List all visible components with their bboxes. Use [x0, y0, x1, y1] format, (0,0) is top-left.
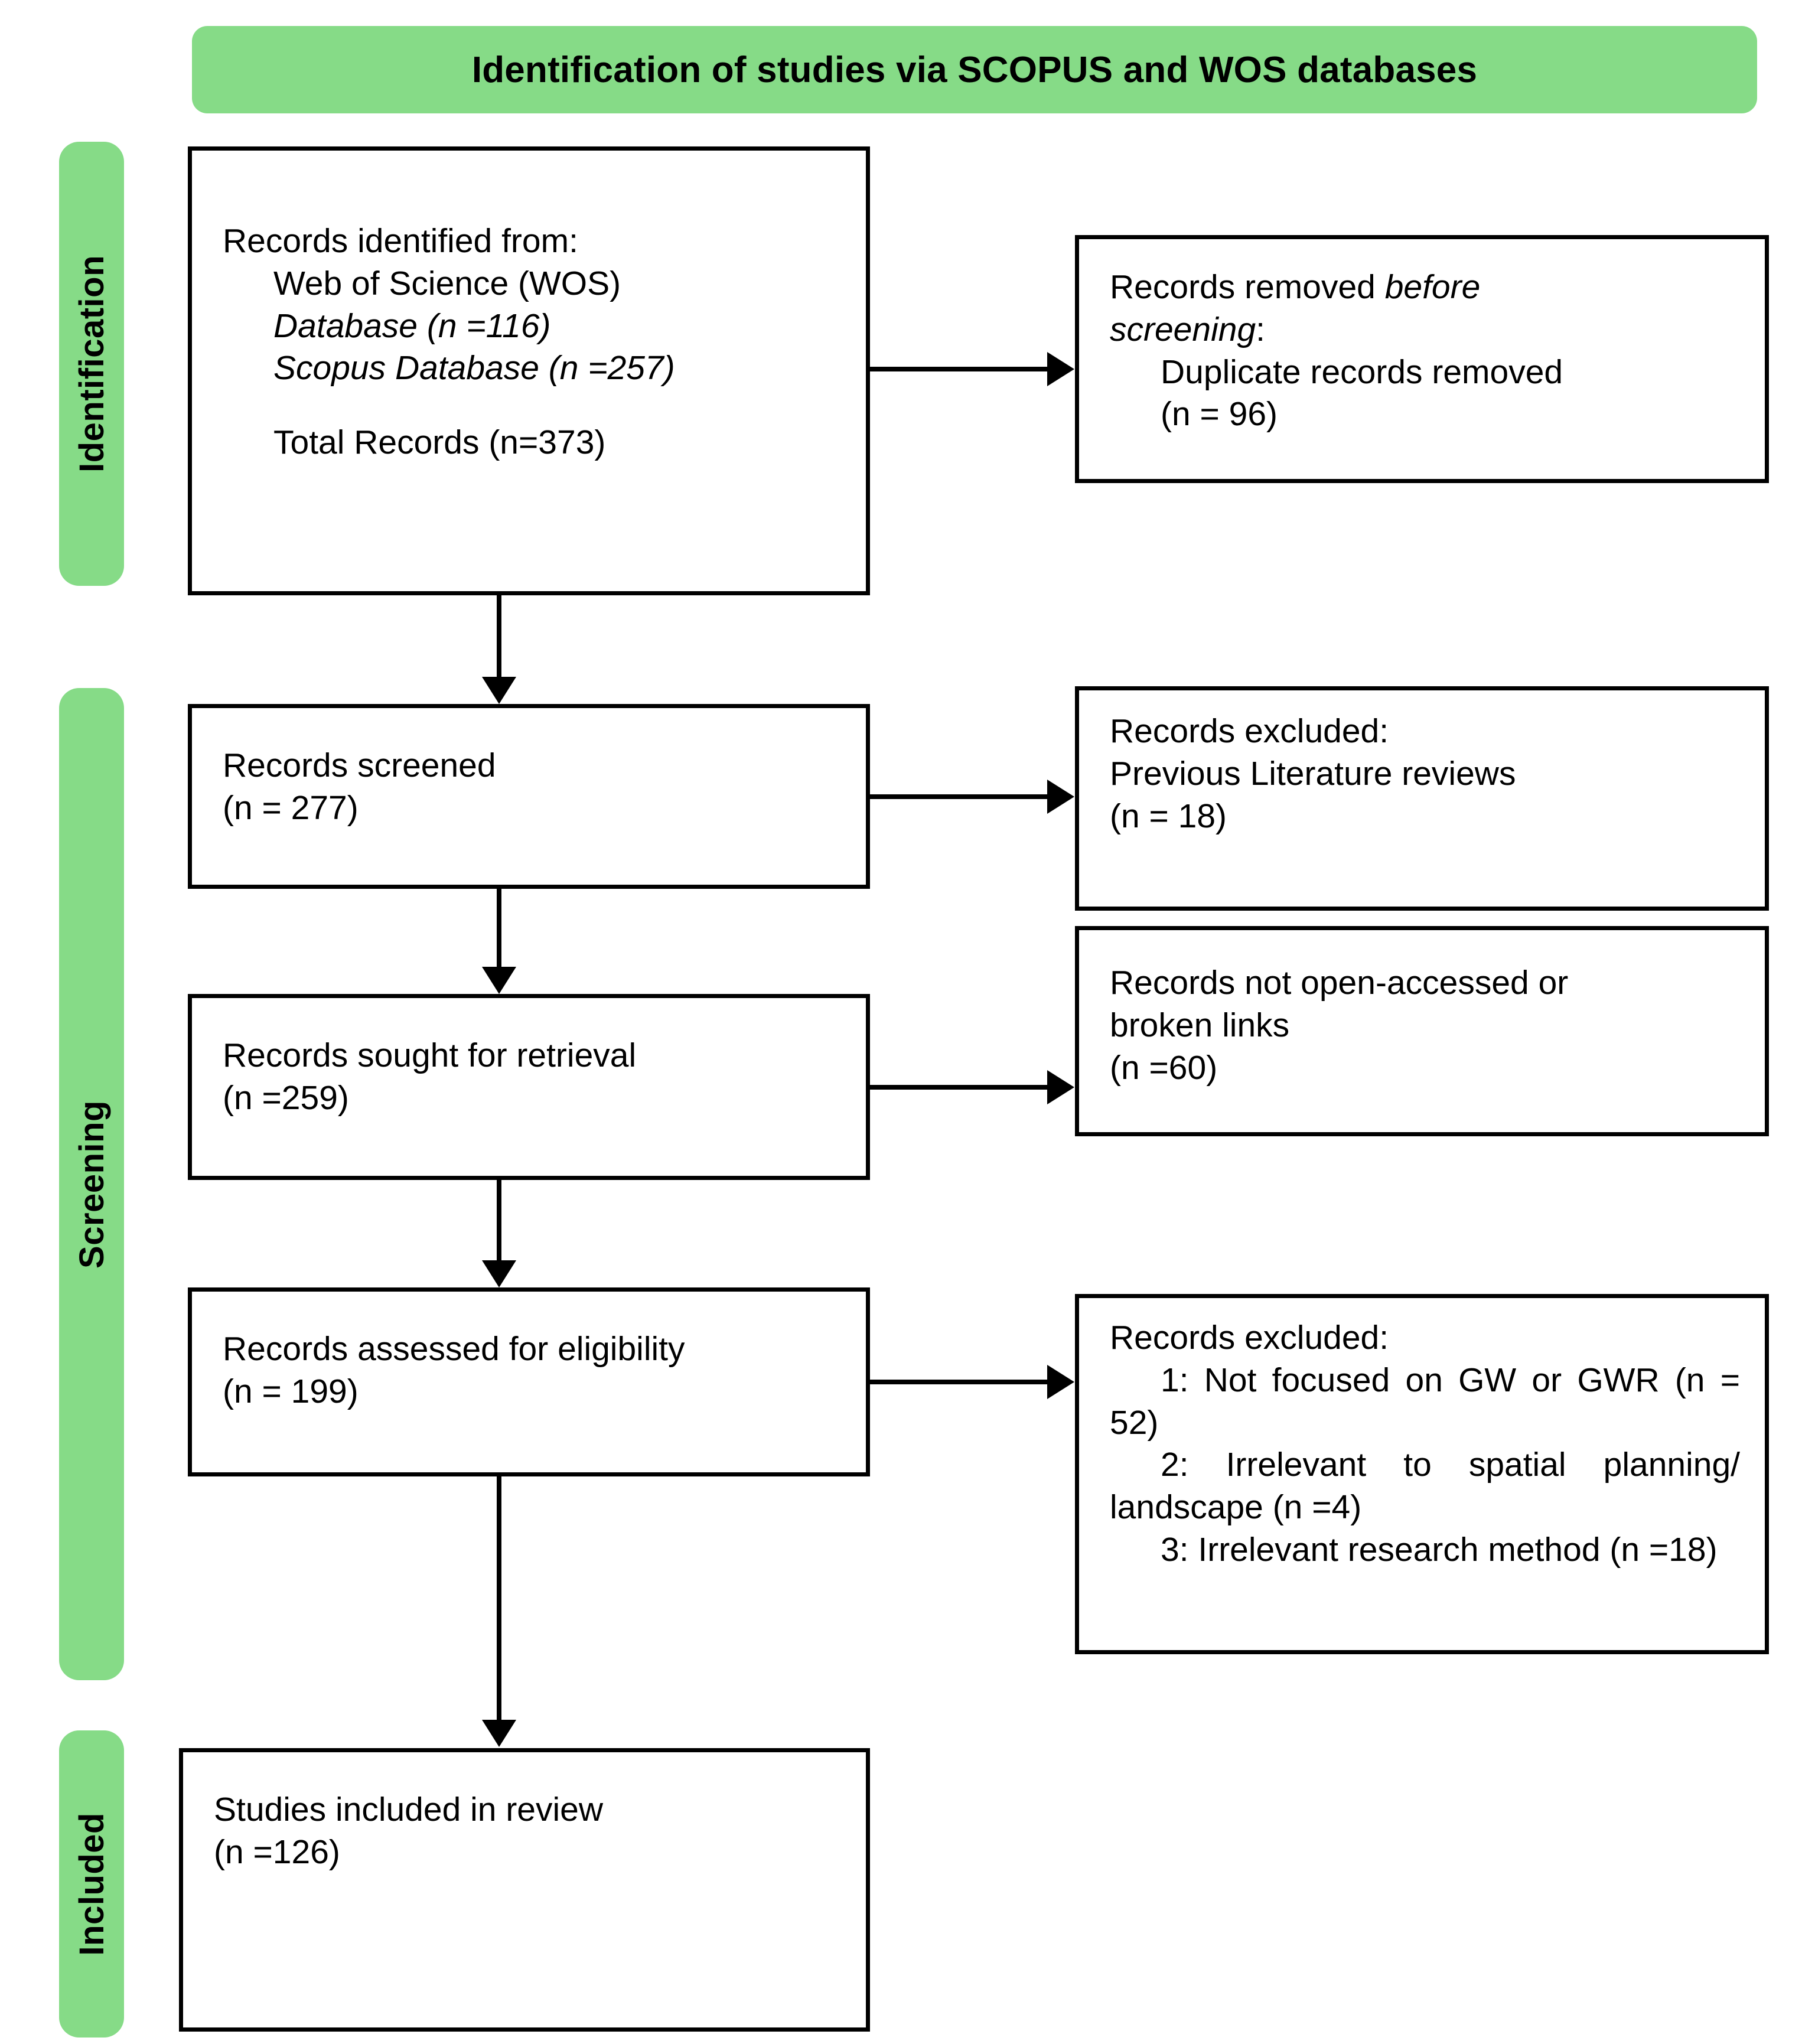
stage-pill-screening: Screening	[59, 688, 124, 1680]
connector-identified-to-screened-arrow-icon	[482, 677, 516, 704]
records-identified-line-4: Scopus Database (n =257)	[273, 349, 675, 387]
connector-assessed-to-included-line	[497, 1476, 501, 1721]
box-records-not-retrieved: Records not open-accessed or broken link…	[1075, 926, 1769, 1136]
box-records-assessed-for-eligibility: Records assessed for eligibility (n = 19…	[188, 1287, 870, 1476]
records-removed-line-2-italic: screening	[1110, 310, 1256, 348]
records-removed-line-1: Records removed before	[1110, 266, 1740, 309]
box-records-assessed-text: Records assessed for eligibility (n = 19…	[223, 1328, 841, 1413]
records-assessed-line-1: Records assessed for eligibility	[223, 1330, 685, 1368]
box-records-removed-text: Records removed before screening: Duplic…	[1110, 266, 1740, 436]
connector-identified-to-removed-line	[870, 367, 1047, 371]
stage-label-screening: Screening	[72, 1100, 111, 1269]
records-screened-line-2: (n = 277)	[223, 788, 359, 827]
stage-pill-identification: Identification	[59, 142, 124, 586]
box-records-screened-text: Records screened (n = 277)	[223, 745, 841, 830]
records-not-retrieved-line-3: (n =60)	[1110, 1048, 1218, 1087]
records-excluded-screening-line-3: (n = 18)	[1110, 797, 1227, 835]
records-removed-line-4: (n = 96)	[1161, 395, 1278, 433]
records-removed-line-2: screening:	[1110, 309, 1740, 351]
records-assessed-line-2: (n = 199)	[223, 1372, 359, 1410]
records-identified-gap	[223, 390, 841, 422]
records-identified-line-1: Records identified from:	[223, 222, 578, 260]
box-records-identified-text: Records identified from: Web of Science …	[223, 220, 841, 464]
stage-label-identification: Identification	[72, 255, 111, 472]
box-records-excluded-screening-text: Records excluded: Previous Literature re…	[1110, 710, 1740, 837]
box-records-screened: Records screened (n = 277)	[188, 704, 870, 889]
box-records-removed: Records removed before screening: Duplic…	[1075, 235, 1769, 483]
connector-screened-to-excluded-line	[870, 794, 1047, 799]
records-excluded-eligibility-reason-2: 2: Irrelevant to spatial planning/ lands…	[1110, 1446, 1740, 1527]
connector-screened-to-sought-line	[497, 889, 501, 968]
records-not-retrieved-line-2: broken links	[1110, 1006, 1290, 1044]
connector-screened-to-excluded-arrow-icon	[1047, 780, 1074, 814]
connector-identified-to-removed-arrow-icon	[1047, 352, 1074, 386]
records-identified-line-2: Web of Science (WOS)	[273, 264, 621, 302]
box-records-excluded-screening: Records excluded: Previous Literature re…	[1075, 686, 1769, 911]
connector-assessed-to-excluded-line	[870, 1380, 1047, 1384]
records-identified-line-3: Database (n =116)	[273, 307, 551, 345]
connector-assessed-to-included-arrow-icon	[482, 1720, 516, 1747]
records-sought-line-1: Records sought for retrieval	[223, 1036, 637, 1074]
connector-assessed-to-excluded-arrow-icon	[1047, 1365, 1074, 1399]
records-excluded-eligibility-reason-3: 3: Irrelevant research method (n =18)	[1161, 1531, 1718, 1569]
records-excluded-eligibility-line-1: Records excluded:	[1110, 1319, 1389, 1357]
box-studies-included: Studies included in review (n =126)	[179, 1748, 870, 2032]
connector-screened-to-sought-arrow-icon	[482, 967, 516, 994]
connector-identified-to-screened-line	[497, 595, 501, 678]
records-removed-line-2-plain: :	[1256, 310, 1265, 348]
connector-sought-to-not-retrieved-arrow-icon	[1047, 1070, 1074, 1104]
connector-sought-to-not-retrieved-line	[870, 1085, 1047, 1090]
stage-label-included: Included	[72, 1812, 111, 1956]
box-studies-included-text: Studies included in review (n =126)	[214, 1789, 841, 1874]
records-removed-line-1-plain: Records removed	[1110, 268, 1385, 306]
records-excluded-screening-line-2: Previous Literature reviews	[1110, 754, 1516, 793]
records-sought-line-2: (n =259)	[223, 1078, 349, 1117]
records-not-retrieved-line-1: Records not open-accessed or	[1110, 964, 1569, 1002]
box-records-excluded-eligibility: Records excluded: 1: Not focused on GW o…	[1075, 1294, 1769, 1654]
box-records-sought-for-retrieval: Records sought for retrieval (n =259)	[188, 994, 870, 1180]
records-screened-line-1: Records screened	[223, 746, 496, 784]
page-title: Identification of studies via SCOPUS and…	[471, 49, 1478, 90]
connector-sought-to-assessed-line	[497, 1180, 501, 1261]
box-records-identified: Records identified from: Web of Science …	[188, 146, 870, 595]
diagram-title-banner: Identification of studies via SCOPUS and…	[192, 26, 1757, 113]
box-records-sought-text: Records sought for retrieval (n =259)	[223, 1035, 841, 1120]
records-removed-line-1-italic: before	[1384, 268, 1481, 306]
records-removed-line-3: Duplicate records removed	[1161, 353, 1563, 391]
box-records-not-retrieved-text: Records not open-accessed or broken link…	[1110, 962, 1740, 1089]
records-identified-total: Total Records (n=373)	[273, 423, 606, 462]
records-excluded-screening-line-1: Records excluded:	[1110, 712, 1389, 750]
stage-pill-included: Included	[59, 1730, 124, 2038]
studies-included-line-2: (n =126)	[214, 1833, 340, 1871]
connector-sought-to-assessed-arrow-icon	[482, 1260, 516, 1287]
records-excluded-eligibility-reason-1: 1: Not focused on GW or GWR (n = 52)	[1110, 1361, 1740, 1442]
box-records-excluded-eligibility-text: Records excluded: 1: Not focused on GW o…	[1110, 1317, 1740, 1572]
studies-included-line-1: Studies included in review	[214, 1791, 604, 1828]
